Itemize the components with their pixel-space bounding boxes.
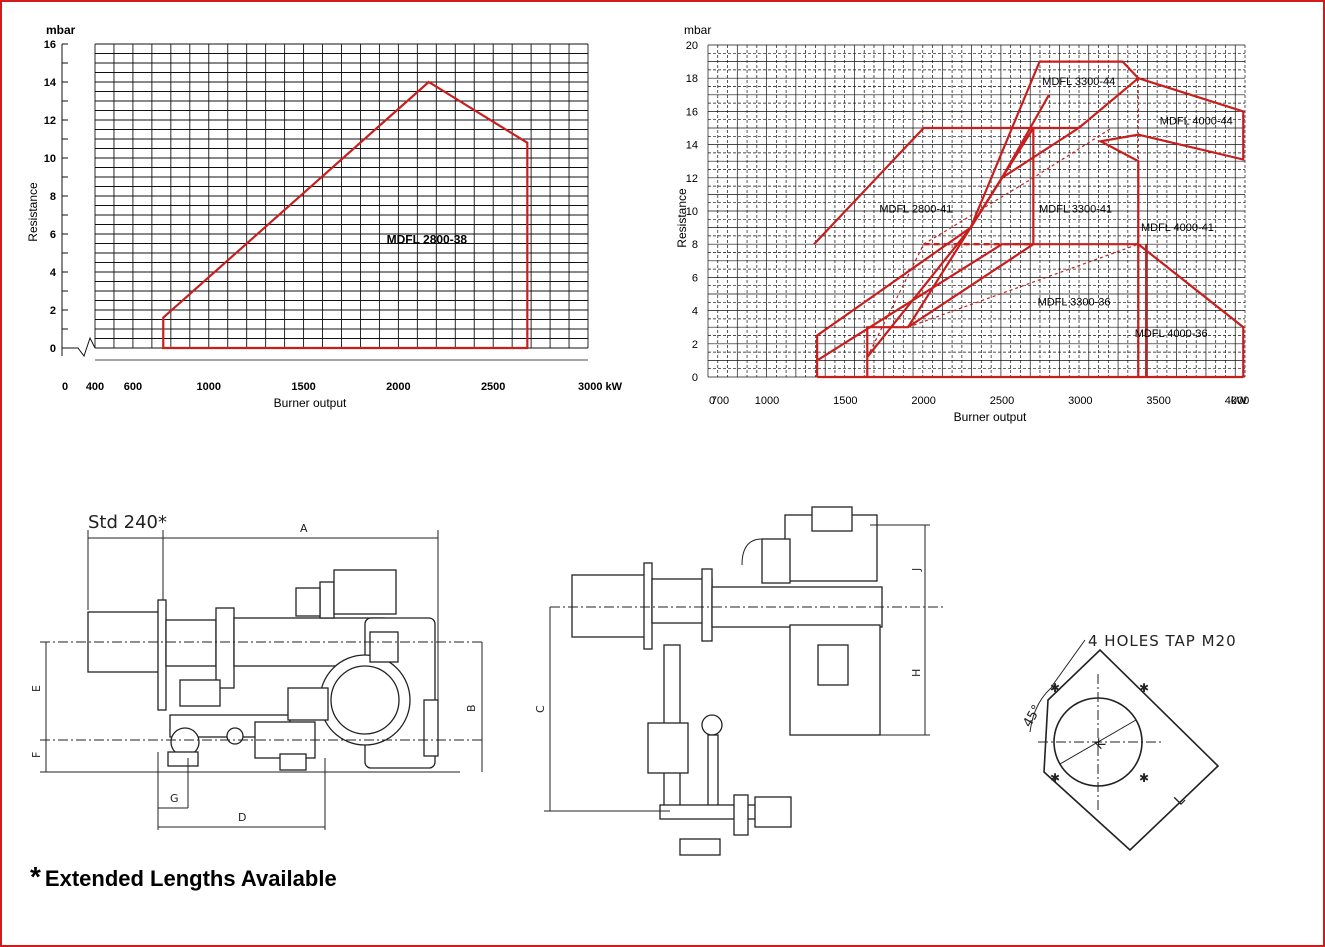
hole-mark-bl: ✱ bbox=[1050, 771, 1060, 785]
x-tick-label: 1500 bbox=[833, 395, 857, 407]
y-tick-label: 16 bbox=[44, 39, 56, 51]
burner-side-view-drawing: Std 240* A E F B G D bbox=[30, 512, 485, 830]
note-text: Extended Lengths Available bbox=[44, 866, 337, 891]
hole-mark-tl: ✱ bbox=[1050, 681, 1060, 695]
y-tick-label: 4 bbox=[50, 267, 57, 279]
dim-a: A bbox=[300, 522, 308, 535]
dim-h: H bbox=[910, 669, 923, 677]
dim-k: K bbox=[1092, 736, 1109, 753]
series-label: MDFL 4000-36 bbox=[1135, 328, 1208, 340]
x-axis-label: Burner output bbox=[274, 396, 347, 410]
series-label: MDFL 2800-38 bbox=[387, 233, 468, 247]
x-tick-label: 0 bbox=[709, 395, 715, 407]
x-tick-label: 3000 bbox=[1068, 395, 1092, 407]
series-label: MDFL 3300-41 bbox=[1039, 204, 1112, 216]
holes-label: 4 HOLES TAP M20 bbox=[1088, 632, 1237, 650]
angle-label: 45° bbox=[1020, 703, 1045, 730]
y-tick-label: 0 bbox=[50, 343, 56, 355]
x-tick-label: 2000 bbox=[386, 381, 410, 393]
extended-lengths-note: *Extended Lengths Available bbox=[30, 861, 337, 893]
axis-break-mark bbox=[66, 336, 96, 358]
y-tick-label: 8 bbox=[50, 191, 56, 203]
x-tick-label: 3500 bbox=[1146, 395, 1170, 407]
x-tick-label: 1000 bbox=[197, 381, 221, 393]
series-label: MDFL 2800-41 bbox=[879, 204, 952, 216]
y-axis-unit: mbar bbox=[46, 23, 76, 37]
y-tick-label: 12 bbox=[44, 115, 56, 127]
chart-grid bbox=[61, 43, 589, 361]
curve-dashed-2 bbox=[923, 127, 1112, 245]
y-tick-label: 20 bbox=[686, 40, 698, 52]
chart-series: MDFL 2800-38 bbox=[162, 80, 529, 350]
chart-mdfl-2800-38: 0 2 4 6 8 10 12 14 16 0 400 600 1000 1500 2000 2500 3000… bbox=[26, 23, 623, 410]
dim-e: E bbox=[30, 685, 43, 692]
x-tick-label: 3000 kW bbox=[578, 381, 623, 393]
x-tick-label: 4000 bbox=[1225, 395, 1249, 407]
note-star: * bbox=[30, 861, 41, 892]
series-label: MDFL 3300-36 bbox=[1038, 297, 1111, 309]
x-tick-label: 600 bbox=[124, 381, 142, 393]
curve-3300-44-mid bbox=[1001, 127, 1080, 179]
series-label: MDFL 4000-41 bbox=[1141, 222, 1214, 234]
curve-3300-44-edge bbox=[969, 61, 1041, 229]
y-tick-label: 14 bbox=[44, 77, 57, 89]
y-tick-label: 0 bbox=[692, 372, 698, 384]
y-tick-label: 14 bbox=[686, 140, 698, 152]
x-unit-label: kW bbox=[1231, 395, 1248, 407]
y-tick-label: 2 bbox=[692, 339, 698, 351]
y-axis-label: Resistance bbox=[26, 182, 40, 242]
dim-b: B bbox=[465, 704, 478, 712]
x-tick-label: 0 bbox=[62, 381, 68, 393]
x-tick-label: 400 bbox=[86, 381, 104, 393]
dim-j: J bbox=[910, 568, 923, 572]
series-outline bbox=[162, 80, 529, 350]
burner-front-view-drawing: J H C bbox=[534, 506, 945, 856]
y-tick-label: 10 bbox=[44, 153, 56, 165]
x-tick-label: 2500 bbox=[990, 395, 1014, 407]
dim-f: F bbox=[30, 752, 43, 758]
y-tick-label: 6 bbox=[692, 272, 698, 284]
curve-3300-44-top bbox=[1039, 60, 1140, 79]
y-tick-label: 16 bbox=[686, 106, 698, 118]
series-label: MDFL 4000-44 bbox=[1160, 116, 1233, 128]
x-tick-label: 2000 bbox=[911, 395, 935, 407]
hole-mark-tr: ✱ bbox=[1139, 681, 1149, 695]
x-tick-label: 700 bbox=[711, 395, 729, 407]
hole-mark-br: ✱ bbox=[1139, 771, 1149, 785]
dim-l: L bbox=[1172, 792, 1189, 809]
dim-d: D bbox=[238, 811, 246, 824]
chart-tick-labels: 0 2 4 6 8 10 12 14 16 0 400 600 1000 1500 2000 2500 3000… bbox=[44, 39, 623, 393]
curve-1640-box bbox=[866, 243, 1034, 377]
dim-c: C bbox=[534, 705, 547, 713]
std-length-label: Std 240* bbox=[88, 512, 167, 533]
curve-4000-36 bbox=[1137, 243, 1245, 377]
y-tick-label: 6 bbox=[50, 229, 56, 241]
series-label: MDFL 3300-44 bbox=[1042, 76, 1115, 88]
curve-dashed-3 bbox=[907, 243, 1139, 328]
y-tick-label: 8 bbox=[692, 239, 698, 251]
flange-hole-pattern-drawing: 4 HOLES TAP M20 ✱ ✱ ✱ ✱ 45° K L bbox=[1020, 632, 1237, 852]
x-tick-label: 1500 bbox=[291, 381, 315, 393]
x-tick-label: 1000 bbox=[755, 395, 779, 407]
x-axis-label: Burner output bbox=[954, 410, 1027, 424]
dim-g: G bbox=[170, 792, 179, 805]
y-axis-label: Resistance bbox=[675, 188, 689, 248]
y-tick-label: 18 bbox=[686, 73, 698, 85]
y-tick-label: 12 bbox=[686, 173, 698, 185]
y-tick-label: 10 bbox=[686, 206, 698, 218]
y-tick-label: 4 bbox=[692, 306, 698, 318]
y-tick-label: 2 bbox=[50, 305, 56, 317]
y-axis-unit: mbar bbox=[684, 23, 711, 37]
x-tick-label: 2500 bbox=[481, 381, 505, 393]
